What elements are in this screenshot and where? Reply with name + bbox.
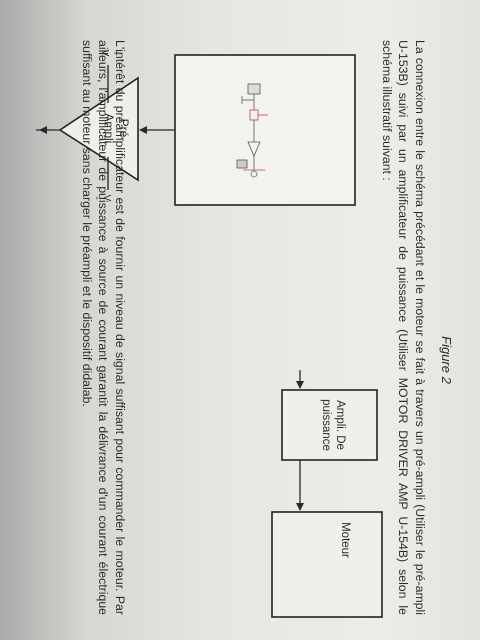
- preamp-label-line1: Pré-: [117, 119, 131, 142]
- v-top-label: V: [99, 50, 110, 57]
- power-amp-group: [281, 389, 378, 461]
- motor-block: [271, 511, 383, 618]
- closing-paragraph: L'intérêt du préamplificateur est de fou…: [80, 40, 127, 615]
- plus-sign: +: [110, 50, 121, 56]
- preamp-block: [58, 65, 139, 190]
- minus-sign: -: [91, 196, 102, 199]
- schematic-box: [174, 54, 356, 206]
- power-amp-label-line2: puissance: [320, 399, 332, 451]
- v-bottom-label: V: [101, 195, 112, 202]
- circuit-schematic: [236, 83, 268, 178]
- motor-label: Moteur: [339, 522, 351, 558]
- power-amp-label-line1: Ampli. De: [334, 400, 346, 450]
- preamp-label-line2: Ampli.: [102, 113, 116, 146]
